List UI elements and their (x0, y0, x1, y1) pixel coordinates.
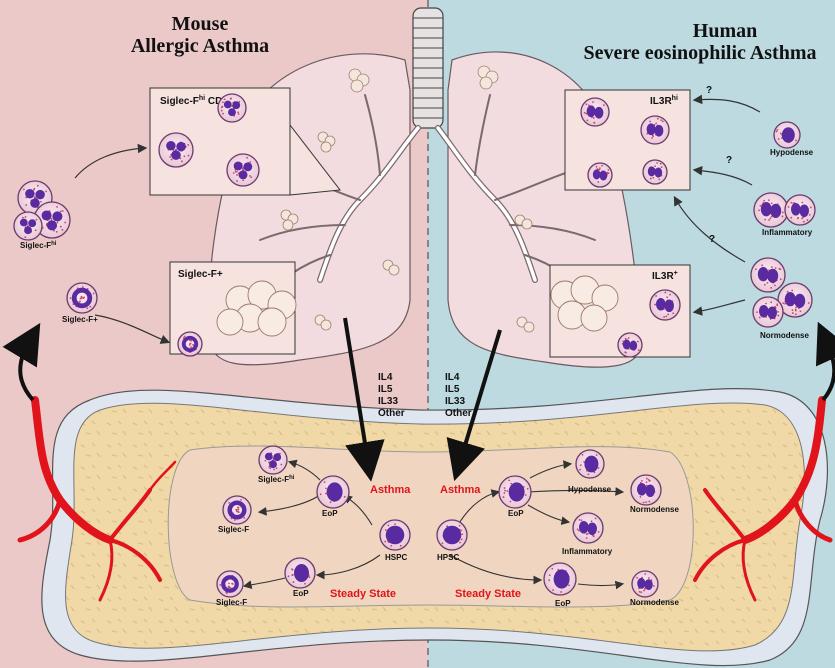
human-box-cell-4 (643, 160, 667, 184)
svg-text:IL5: IL5 (445, 384, 460, 395)
mouse-box-cell-3 (227, 154, 259, 186)
question-mark-2: ? (726, 155, 732, 166)
human-normo-cell-1 (751, 258, 785, 292)
human-hpsc-label: HPSC (437, 553, 459, 562)
mouse-single-cell (67, 283, 97, 313)
human-cell-hypodense-label: Hypodense (770, 148, 814, 157)
human-eop-cell-1 (499, 476, 531, 508)
mouse-title-line1: Mouse (172, 13, 229, 35)
mouse-cluster-cell-3 (14, 212, 42, 240)
mouse-asthma-label: Asthma (370, 484, 411, 496)
human-eop-label-1: EoP (508, 509, 524, 518)
mouse-eop-cell-2 (285, 558, 315, 588)
svg-text:IL5: IL5 (378, 384, 393, 395)
mouse-box-cell-2 (218, 94, 246, 122)
human-normo-cell-3 (753, 297, 783, 327)
human-out-normo-label: Normodense (630, 505, 679, 514)
human-box-cell-1 (581, 98, 609, 126)
human-box-cell-5 (650, 290, 680, 320)
human-inflam-cell-2 (785, 195, 815, 225)
mouse-hspc-cell (380, 520, 410, 550)
human-box-cell-2 (641, 116, 669, 144)
human-inflam-cell-1 (754, 193, 788, 227)
mouse-eop-label-2: EoP (293, 589, 309, 598)
bone (42, 389, 828, 666)
svg-text:Other: Other (378, 408, 405, 419)
mouse-eop-cell-1 (317, 476, 349, 508)
human-out-inflam-label: Inflammatory (562, 547, 613, 556)
human-eop-cell-2 (544, 563, 576, 595)
mouse-box-cell-4 (178, 332, 202, 356)
mouse-title-line2: Allergic Asthma (131, 35, 269, 57)
human-out-hypo-cell (576, 450, 604, 478)
svg-text:IL33: IL33 (445, 396, 465, 407)
human-box-cell-6 (618, 333, 642, 357)
human-eop-label-2: EoP (555, 599, 571, 608)
svg-text:IL4: IL4 (378, 372, 393, 383)
trachea (413, 8, 443, 128)
mouse-out-mid-label: Siglec-F (218, 525, 249, 534)
human-title-line1: Human (693, 20, 757, 42)
human-box-cell-3 (588, 163, 612, 187)
human-steady-label: Steady State (455, 588, 521, 600)
human-cell-normodense-label: Normodense (760, 331, 809, 340)
human-out-normo-cell (631, 475, 661, 505)
human-hpsc-cell (437, 520, 467, 550)
human-out-inflam-cell (573, 513, 603, 543)
human-asthma-label: Asthma (440, 484, 481, 496)
mouse-box-cell-1 (159, 133, 193, 167)
mouse-hspc-label: HSPC (385, 553, 407, 562)
question-mark-1: ? (706, 85, 712, 96)
mouse-out-mid-cell (223, 496, 251, 524)
mouse-steady-label: Steady State (330, 588, 396, 600)
svg-text:IL33: IL33 (378, 396, 398, 407)
question-mark-3: ? (709, 234, 715, 245)
human-out-hypo-label: Hypodense (568, 485, 612, 494)
mouse-out-hi-cell (259, 446, 287, 474)
mouse-out-low-cell (217, 571, 243, 597)
svg-text:Other: Other (445, 408, 472, 419)
svg-text:IL4: IL4 (445, 372, 460, 383)
human-cell-inflammatory-label: Inflammatory (762, 228, 813, 237)
human-out-steady-cell (632, 571, 658, 597)
mouse-single-label: Siglec-F+ (62, 315, 98, 324)
mouse-eop-label-1: EoP (322, 509, 338, 518)
mouse-out-low-label: Siglec-F (216, 598, 247, 607)
human-out-steady-label: Normodense (630, 598, 679, 607)
mouse-box-bottom-label: Siglec-F+ (178, 269, 223, 280)
human-hypodense-cell (774, 122, 800, 148)
human-title-line2: Severe eosinophilic Asthma (584, 42, 817, 64)
